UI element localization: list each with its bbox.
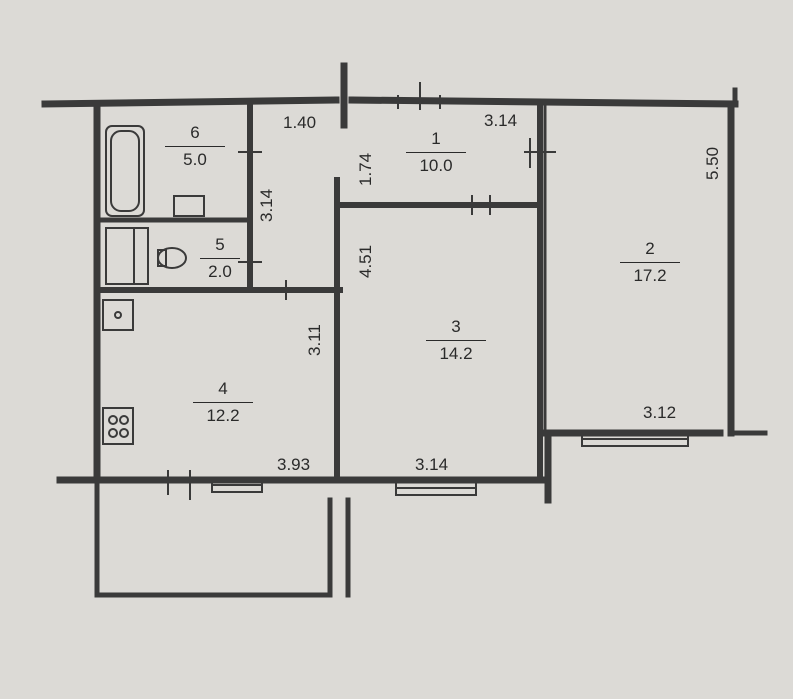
room-5-number: 5 [215,235,225,254]
sink-icon [173,195,205,217]
room-6-area: 5.0 [165,146,225,168]
room-2-area: 17.2 [620,262,680,284]
room-3-area: 14.2 [426,340,486,362]
room-1-number: 1 [431,129,441,148]
dim-room3-width: 3.14 [415,455,449,474]
dim-room2-height: 5.50 [703,146,722,180]
dim-room2-width: 3.12 [643,403,677,422]
bathtub-icon [105,125,145,217]
dim-hall-height: 1.74 [356,152,375,186]
stove-icon-top [102,299,134,331]
dim-room3-height: 4.51 [356,244,375,278]
room-3-number: 3 [451,317,461,336]
room-4-area: 12.2 [193,402,253,424]
room-2-number: 2 [645,239,655,258]
washer-icon [105,227,135,285]
dim-hall-right: 3.14 [484,111,518,130]
balcony [94,477,333,598]
stove-icon [102,407,134,445]
room-4-number: 4 [218,379,228,398]
room-6-number: 6 [190,123,200,142]
room-1-area: 10.0 [406,152,466,174]
dim-bath-height: 3.14 [257,188,276,222]
outer-wall-top [41,96,739,108]
dim-kitchen-width: 3.93 [277,455,311,474]
dim-kitchen-height: 3.11 [305,324,324,356]
room-5-area: 2.0 [200,258,240,280]
dim-hall-left: 1.40 [283,113,317,132]
